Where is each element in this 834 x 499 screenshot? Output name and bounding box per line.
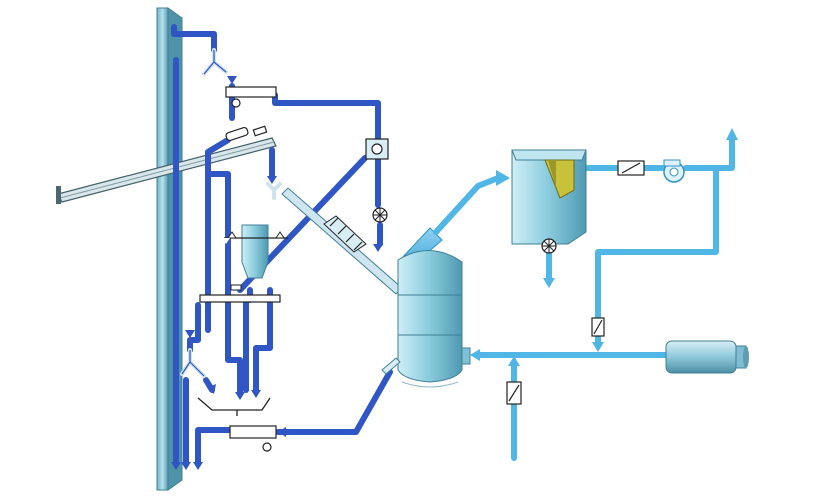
arrow-icon [251, 390, 261, 398]
screw-conveyor[interactable] [281, 187, 403, 295]
material-line [275, 369, 393, 435]
arrow-icon [193, 462, 203, 470]
arrow-icon [227, 76, 237, 84]
separator-box[interactable] [365, 138, 389, 160]
material-line [205, 171, 231, 333]
arrow-icon [726, 128, 738, 140]
material-line [253, 287, 273, 393]
inclined-conveyor [56, 137, 277, 204]
drive-pulley-icon [231, 98, 241, 108]
scale-icon [227, 231, 237, 239]
arrow-icon [185, 330, 195, 338]
arrow-icon [235, 392, 245, 400]
rotary-valve[interactable] [372, 207, 388, 223]
filter-rotary-valve[interactable] [541, 238, 557, 254]
fan-icon[interactable] [663, 159, 685, 183]
arrow-icon [470, 349, 480, 361]
material-arrows [171, 76, 383, 470]
damper-icon[interactable] [506, 381, 522, 405]
gas-line [595, 165, 719, 347]
arrow-icon [592, 342, 604, 352]
material-line [205, 137, 231, 333]
mill-vessel[interactable] [381, 227, 471, 388]
drive-pulley-icon [262, 442, 272, 452]
arrow-icon [278, 427, 286, 437]
bag-filter[interactable] [511, 149, 587, 245]
collecting-funnel [197, 397, 271, 416]
damper-icon[interactable] [617, 160, 645, 176]
arrow-icon [543, 278, 555, 288]
blower-icon[interactable] [665, 340, 749, 374]
belt-feeder-bottom[interactable] [229, 425, 277, 452]
arrow-icon [171, 462, 181, 470]
gas-arrows [470, 128, 738, 366]
material-line [195, 427, 233, 465]
splitter-icon [266, 182, 282, 200]
material-line [272, 92, 381, 143]
gas-line [683, 137, 735, 171]
material-line [187, 302, 201, 353]
gas-line [433, 175, 501, 235]
arrow-icon [373, 244, 383, 252]
material-line [225, 327, 243, 395]
damper-icon[interactable] [591, 317, 605, 337]
gas-flow-lines [433, 137, 735, 461]
belt-feeder-top[interactable] [225, 86, 277, 108]
scale-icon [275, 231, 285, 239]
belt-feeder-mid[interactable] [199, 294, 281, 303]
arrow-icon [207, 384, 216, 394]
arrow-icon [181, 462, 191, 470]
arrow-icon [496, 170, 510, 186]
separator-icon [371, 143, 383, 155]
arrow-icon [267, 176, 277, 184]
arrow-icon [508, 356, 520, 366]
material-line [171, 24, 217, 53]
scale-icon [222, 238, 230, 244]
screen-feeder[interactable] [225, 125, 268, 142]
weigh-hopper[interactable] [222, 224, 288, 291]
